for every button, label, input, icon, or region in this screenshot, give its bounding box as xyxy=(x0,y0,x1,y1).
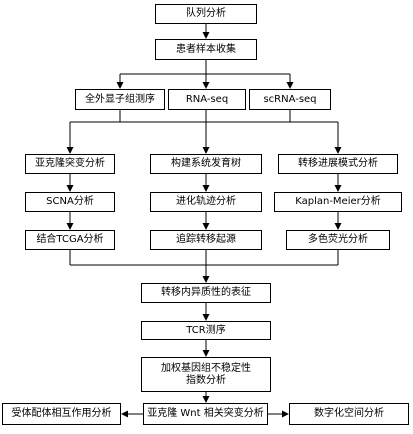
node-wgii: 加权基因组不稳定性指数分析 xyxy=(141,357,271,392)
node-digital-spatial: 数字化空间分析 xyxy=(289,403,409,425)
node-phylo-tree: 构建系统发育树 xyxy=(150,154,262,174)
node-rnaseq: RNA-seq xyxy=(168,89,246,110)
node-wes: 全外显子组测序 xyxy=(75,89,165,110)
node-scna: SCNA分析 xyxy=(25,192,115,212)
node-evolution-path: 进化轨迹分析 xyxy=(150,192,262,212)
node-scrnaseq: scRNA-seq xyxy=(249,89,331,110)
node-tcr: TCR测序 xyxy=(141,321,271,340)
node-cohort: 队列分析 xyxy=(155,4,257,24)
node-wnt-mutation: 亚克隆 Wnt 相关突变分析 xyxy=(143,403,268,425)
node-tcga: 结合TCGA分析 xyxy=(25,230,115,250)
node-trace-origin: 追踪转移起源 xyxy=(150,230,262,250)
node-subclone-mutation: 亚克隆突变分析 xyxy=(25,154,115,174)
node-multicolor-fluor: 多色荧光分析 xyxy=(286,230,390,250)
node-kaplan-meier: Kaplan-Meier分析 xyxy=(274,192,402,212)
node-heterogeneity: 转移内异质性的表征 xyxy=(141,283,271,303)
node-sample-collection: 患者样本收集 xyxy=(155,39,257,60)
node-metastasis-pattern: 转移进展模式分析 xyxy=(278,154,398,174)
node-receptor-ligand: 受体配体相互作用分析 xyxy=(2,403,121,425)
